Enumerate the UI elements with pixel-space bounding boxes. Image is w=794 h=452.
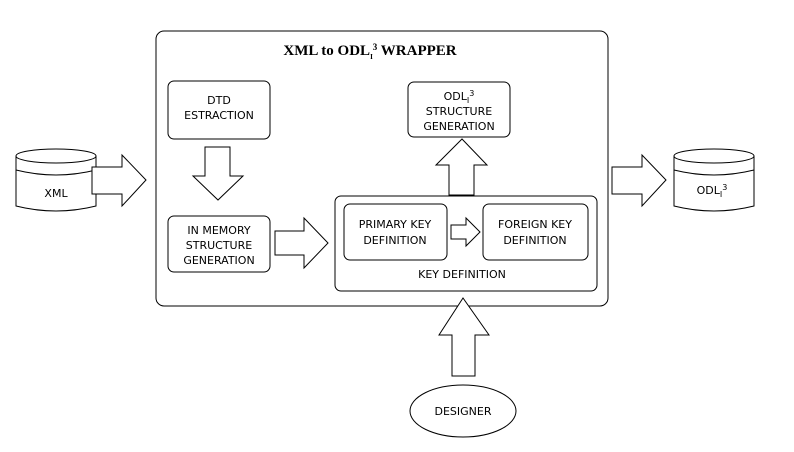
odl-database: ODLI3: [673, 148, 755, 212]
arrow-memory-to-key: [274, 216, 329, 270]
xml-db-top: [15, 148, 97, 164]
odl-structure-line2: STRUCTURE: [426, 105, 492, 118]
arrow-wrapper-to-odl: [611, 153, 667, 208]
dtd-extraction-line1: DTD: [207, 94, 231, 107]
primary-key-line1: PRIMARY KEY: [359, 218, 432, 231]
arrow-dtd-to-memory: [191, 146, 245, 201]
arrow-xml-to-wrapper: [91, 153, 147, 208]
arrow-key-to-odl-structure: [434, 138, 489, 196]
key-definition-label: KEY DEFINITION: [418, 268, 506, 281]
wrapper-title: XML to ODLI3 WRAPPER: [283, 42, 456, 61]
xml-db-label: XML: [44, 187, 68, 200]
xml-database: XML: [15, 148, 97, 212]
foreign-key-line2: DEFINITION: [503, 234, 566, 247]
arrow-pk-to-fk: [450, 216, 481, 248]
odl-structure-line1: ODLI3: [444, 89, 475, 105]
odl-structure-line3: GENERATION: [423, 120, 494, 133]
designer-ellipse: [409, 384, 517, 438]
dtd-extraction-box: [167, 80, 271, 140]
foreign-key-line1: FOREIGN KEY: [498, 218, 572, 231]
dtd-extraction-line2: ESTRACTION: [184, 109, 254, 122]
primary-key-box: [343, 203, 448, 261]
in-memory-box: [167, 215, 271, 273]
arrow-designer-to-key: [438, 297, 490, 377]
designer-label: DESIGNER: [435, 405, 492, 418]
in-memory-line3: GENERATION: [183, 254, 254, 267]
primary-key-line2: DEFINITION: [363, 234, 426, 247]
odl-db-body: [673, 156, 755, 212]
odl-db-top: [673, 148, 755, 164]
odl-db-label: ODLI3: [697, 183, 728, 199]
foreign-key-box: [482, 203, 589, 261]
xml-db-body: [15, 156, 97, 212]
odl-structure-box: [407, 81, 511, 138]
in-memory-line1: IN MEMORY: [187, 224, 250, 237]
in-memory-line2: STRUCTURE: [186, 239, 252, 252]
